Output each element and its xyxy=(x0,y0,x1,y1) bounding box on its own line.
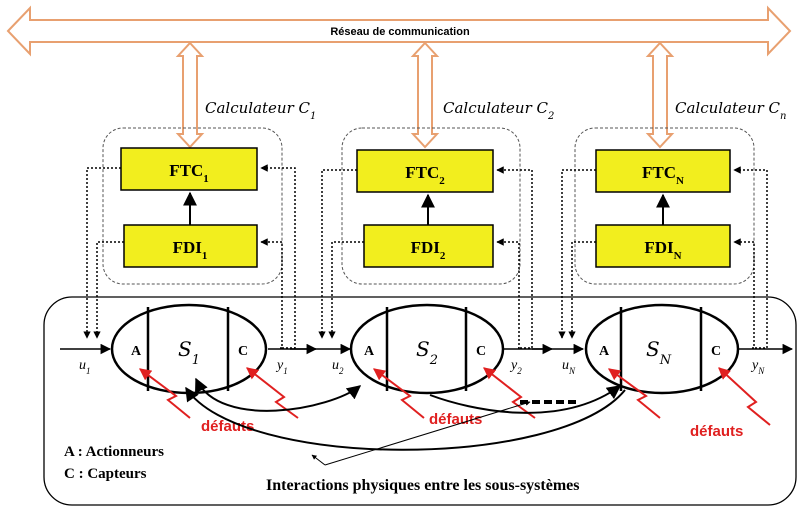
ftc-1-box xyxy=(120,147,258,191)
interaction-1-2 xyxy=(195,377,362,412)
input-u2-label: u2 xyxy=(332,358,344,376)
interaction-curves xyxy=(185,377,626,451)
fault-arrow-a2 xyxy=(373,368,425,419)
calculator-1-frame xyxy=(102,127,283,285)
fault-arrow-a1 xyxy=(139,368,191,419)
fdi-n-label: FDIN xyxy=(644,238,681,262)
network-link-2 xyxy=(410,41,440,149)
ftc-2-box xyxy=(356,149,494,193)
actuator-2-label: A xyxy=(364,344,375,359)
interactions-label: Interactions physiques entre les sous-sy… xyxy=(266,477,579,494)
subsystem-n-label: SN xyxy=(646,337,672,368)
ftc-n-box xyxy=(595,149,731,193)
input-u1-label: u1 xyxy=(79,358,91,376)
calculator-1: Calculateur C1 FTC1 FDI1 xyxy=(83,99,316,349)
calculator-1-title: Calculateur C1 xyxy=(205,99,316,122)
communication-network: Réseau de communication xyxy=(6,5,792,57)
subsystem-n: A C SN uN yN xyxy=(532,303,794,395)
fault-label-n: défauts xyxy=(690,423,743,440)
fault-arrow-an xyxy=(608,368,661,419)
legend-actuators: A : Actionneurs xyxy=(64,444,164,460)
calculator-3: Calculateur Cn FTCN FDIN xyxy=(558,99,786,349)
output-yn-label: yN xyxy=(750,358,765,376)
fault-label-2: défauts xyxy=(429,411,482,428)
calculator-2-title: Calculateur C2 xyxy=(443,99,554,122)
network-link-3 xyxy=(645,41,675,149)
ftc-2-label: FTC2 xyxy=(405,163,445,187)
network-label: Réseau de communication xyxy=(330,26,470,38)
fault-label-1: défauts xyxy=(201,418,254,435)
interaction-2-n xyxy=(429,385,622,414)
fault-arrow-cn xyxy=(718,367,771,426)
input-un-label: uN xyxy=(562,358,576,376)
sensor-n-label: C xyxy=(711,344,721,359)
plant-region xyxy=(43,296,797,506)
actuator-1-label: A xyxy=(131,344,142,359)
calculator-3-frame xyxy=(574,127,755,285)
legend-sensors: C : Capteurs xyxy=(64,466,147,482)
fault-arrow-c2 xyxy=(483,367,536,419)
interaction-1-n xyxy=(185,386,626,451)
actuator-n-label: A xyxy=(599,344,610,359)
sensor-1-label: C xyxy=(238,344,248,359)
subsystem-1-label: S1 xyxy=(178,337,200,368)
output-y2-label: y2 xyxy=(509,358,522,376)
ftc-1-label: FTC1 xyxy=(169,161,209,185)
network-links xyxy=(175,41,675,149)
subsystem-1: A C S1 u1 y1 xyxy=(60,303,318,395)
calculator-2-frame xyxy=(341,127,521,285)
subsystem-2-label: S2 xyxy=(416,337,438,368)
sensor-2-label: C xyxy=(476,344,486,359)
fdi-2-box xyxy=(363,224,494,268)
legend: A : Actionneurs C : Capteurs xyxy=(64,444,164,482)
fdi-2-label: FDI2 xyxy=(411,238,446,262)
fdi-1-label: FDI1 xyxy=(173,238,208,262)
network-link-1 xyxy=(175,41,205,149)
output-y1-label: y1 xyxy=(275,358,288,376)
subsystem-2: A C S2 u2 y2 xyxy=(290,303,554,395)
fdi-1-box xyxy=(123,224,258,268)
calculator-3-title: Calculateur Cn xyxy=(675,99,786,122)
calculator-2: Calculateur C2 FTC2 FDI2 xyxy=(318,99,554,349)
ftc-n-label: FTCN xyxy=(642,163,684,187)
